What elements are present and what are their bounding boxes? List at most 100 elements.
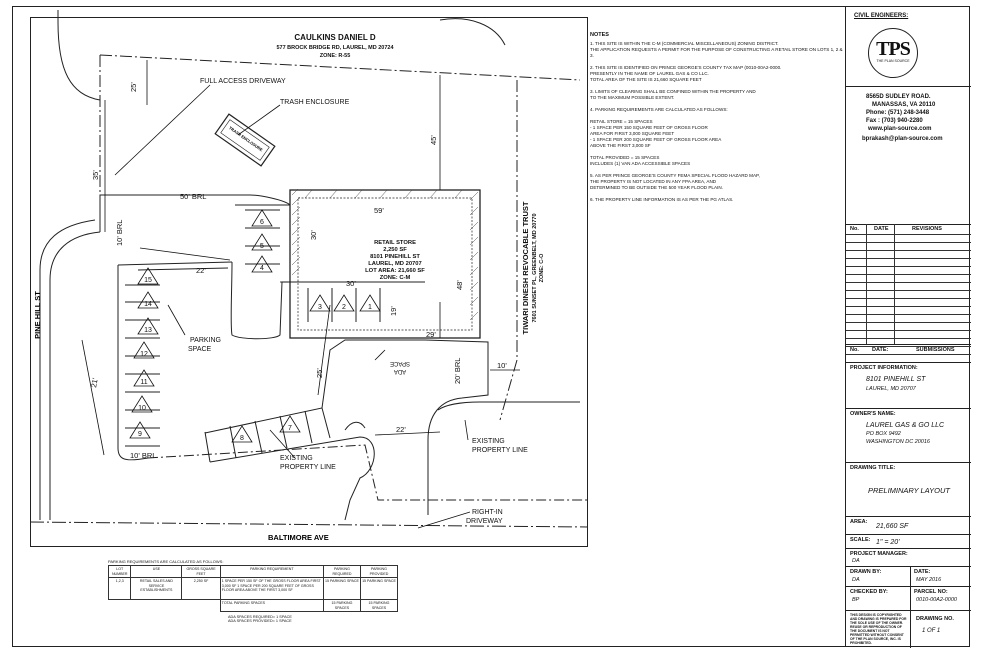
project-info-line: 8101 PINEHILL ST <box>866 376 926 383</box>
owner-north-zone: ZONE: R-55 <box>320 53 351 59</box>
parking-marker-14 <box>137 291 159 309</box>
store-line: 8101 PINEHILL ST <box>370 254 420 260</box>
parking-number: 9 <box>138 431 142 438</box>
dim-30-mid: 30' <box>346 279 356 288</box>
parking-table-header: LOT NUMBER <box>107 565 132 578</box>
dim-35: 35' <box>91 170 100 180</box>
owner-east-address: 7601 SUNSET PL, GREENBELT, MD 20770 <box>532 213 538 322</box>
store-line: 2,250 SF <box>383 247 407 253</box>
parking-table-cell: RETAIL SALES AND SERVICE ESTABLISHMENTS <box>130 577 183 600</box>
scale-value: 1" = 20' <box>876 539 900 546</box>
label-right-in-driveway: DRIVEWAY <box>466 518 503 525</box>
trash-enclosure-symbol <box>214 113 276 167</box>
store-line: LAUREL, MD 20707 <box>368 261 421 267</box>
ada-provided: ADA SPACES PROVIDED= 1 SPACE <box>228 619 292 623</box>
east-property-line <box>499 80 518 421</box>
parking-marker-15 <box>137 267 159 285</box>
store-line: LOT AREA: 21,660 SF <box>365 268 425 274</box>
drawing-frame <box>30 17 588 547</box>
company-logo: TPS THE PLAN SOURCE <box>868 28 918 78</box>
note-item: 4. PARKING REQUIREMENTS ARE CALCULATED A… <box>590 107 728 166</box>
parking-marker-6 <box>251 209 273 227</box>
label-existing-property-line: EXISTING <box>472 438 505 445</box>
parcel-label: PARCEL NO: <box>914 589 948 595</box>
dim-10-right: 10' <box>497 361 507 370</box>
parking-number: 14 <box>144 301 152 308</box>
dim-48: 48' <box>455 280 464 290</box>
owner-north-name: CAULKINS DANIEL D <box>294 33 375 42</box>
parking-number: 11 <box>140 379 147 386</box>
phone: Phone: (571) 248-3448 <box>866 110 930 116</box>
parking-table-cell: TOTAL PARKING SPACES <box>219 599 324 612</box>
parking-number: 10 <box>138 405 146 412</box>
copyright-disclaimer: THIS DESIGN IS COPYRIGHTED AND DRAWING I… <box>850 613 907 645</box>
project-info-line: LAUREL, MD 20707 <box>866 386 916 392</box>
parking-marker-11 <box>133 369 155 387</box>
drawing-title-label: DRAWING TITLE: <box>850 465 896 471</box>
dim-25-top: 25' <box>129 82 138 92</box>
retail-building-outline <box>289 189 481 339</box>
note-item: 2. THIS SITE IS IDENTIFIED ON PRINCE GEO… <box>590 65 782 82</box>
checked-by-label: CHECKED BY: <box>850 589 888 595</box>
project-manager-label: PROJECT MANAGER: <box>850 551 908 557</box>
title-block: CIVIL ENGINEERS: TPS THE PLAN SOURCE 856… <box>845 6 971 648</box>
revisions-header-revisions: REVISIONS <box>912 226 942 232</box>
drawn-by-label: DRAWN BY: <box>850 569 882 575</box>
drawing-title: PRELIMINARY LAYOUT <box>868 486 950 495</box>
checked-by-value: BP <box>852 597 860 603</box>
parking-number: 1 <box>368 304 372 311</box>
parking-table-cell: 15 PARKING SPACE <box>322 577 361 600</box>
parking-marker-9 <box>129 421 151 439</box>
project-manager-value: DA <box>852 558 860 564</box>
label-existing-property-line: PROPERTY LINE <box>280 464 336 471</box>
owner-east-zone: ZONE: C-O <box>539 253 545 282</box>
parking-table-cell: 1 SPACE PER 150 SF OF THE GROSS FLOOR AR… <box>219 577 324 600</box>
parking-table-header: USE <box>130 565 183 578</box>
parking-number: 4 <box>260 265 264 272</box>
parking-number: 3 <box>318 304 322 311</box>
date-value: MAY 2016 <box>916 577 942 583</box>
parking-marker-10 <box>131 395 153 413</box>
parking-number: 15 <box>144 277 152 284</box>
logo-letters: TPS <box>876 38 911 60</box>
north-property-line <box>99 54 581 81</box>
dim-19: 19' <box>389 306 398 316</box>
dim-brl-20: 20' BRL <box>453 358 462 384</box>
store-line: RETAIL STORE <box>374 240 416 246</box>
parking-marker-5 <box>251 233 273 251</box>
parking-marker-7 <box>279 415 301 433</box>
parking-number: 13 <box>144 327 152 334</box>
parking-requirements-table: PARKING REQUIREMENTS ARE CALCULATED AS F… <box>107 559 399 623</box>
dim-brl-10-bottom: 10' BRL <box>130 451 156 460</box>
dim-brl-10-top: 10' BRL <box>115 220 124 246</box>
street-south: BALTIMORE AVE <box>268 533 329 542</box>
label-full-access-driveway: FULL ACCESS DRIVEWAY <box>200 78 286 85</box>
note-item: 3. LIMITS OF CLEARING SHALL BE CONFINED … <box>590 89 756 100</box>
notes-title: NOTES <box>590 32 609 38</box>
store-line: ZONE: C-M <box>380 275 411 281</box>
dim-25-mid: 25' <box>315 368 324 378</box>
owner-east-name: TIWARI DINESH REVOCABLE TRUST <box>521 201 530 334</box>
fax: Fax : (703) 940-2280 <box>866 118 923 124</box>
revisions-header-no: No. <box>850 226 859 232</box>
label-ada-space: SPACE <box>390 360 410 366</box>
dim-30-left: 30' <box>309 230 318 240</box>
parking-table-cell: 15 PARKING SPACES <box>359 599 399 612</box>
owner-line: LAUREL GAS & GO LLC <box>866 422 945 429</box>
label-parking-space: PARKING <box>190 337 221 344</box>
email: bprakash@plan-source.com <box>862 136 943 142</box>
address-line: 8565D SUDLEY ROAD. <box>866 94 931 100</box>
label-parking-space: SPACE <box>188 346 212 353</box>
dim-21: 21' <box>89 377 100 389</box>
date-label: DATE: <box>914 569 931 575</box>
dim-45: 45' <box>429 135 438 145</box>
submissions-header-date: DATE: <box>872 347 889 353</box>
area-value: 21,660 SF <box>876 523 909 530</box>
civil-engineers-label: CIVIL ENGINEERS: <box>854 13 909 19</box>
owner-label: OWNER'S NAME: <box>850 411 896 417</box>
parking-table-header: PARKING PROVIDED <box>359 565 399 578</box>
dim-22-top: 22' <box>196 266 206 275</box>
parcel-value: 0010-00A2-0000 <box>916 597 957 603</box>
parking-table-cell: 1,2,3 <box>107 577 132 600</box>
